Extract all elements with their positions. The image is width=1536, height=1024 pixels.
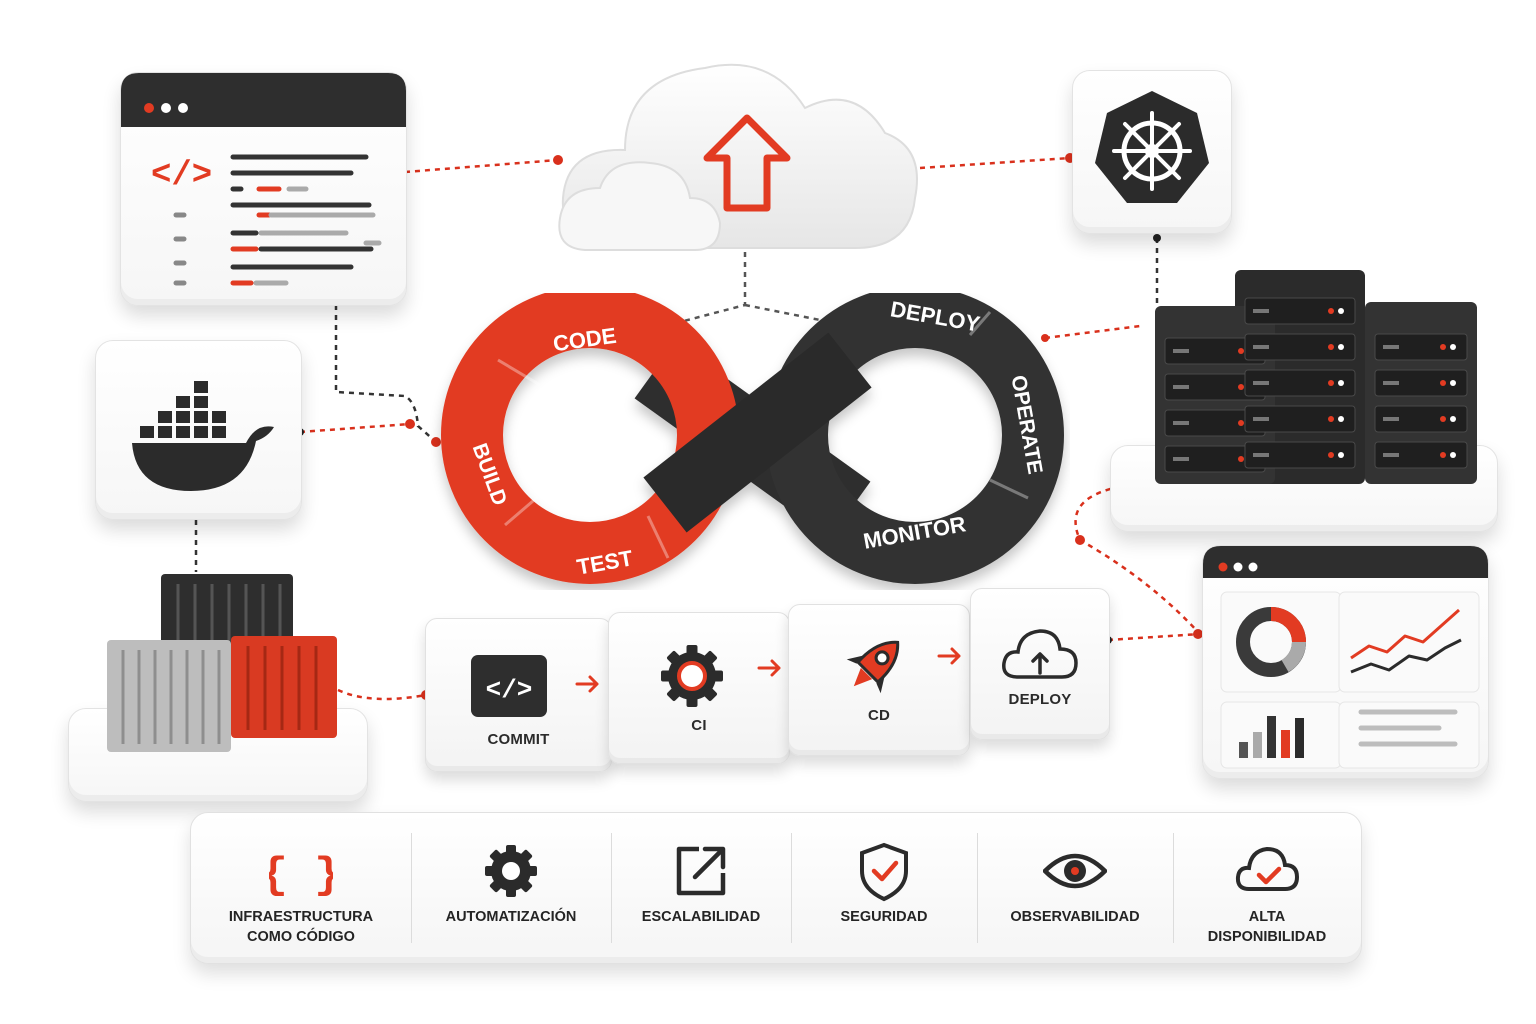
connector-containers-pipeline xyxy=(337,688,427,701)
pipeline-step-commit[interactable]: </> COMMIT xyxy=(425,618,612,772)
monitoring-dashboard-icon xyxy=(1203,546,1488,769)
shipping-containers-icon xyxy=(107,574,337,752)
code-icon: </> xyxy=(471,655,547,717)
svg-text:</>: </> xyxy=(486,675,533,705)
donut-chart xyxy=(1236,607,1306,677)
pipeline: </> COMMIT CI xyxy=(425,588,1110,773)
feature-label: INFRAESTRUCTURA COMO CÓDIGO xyxy=(228,909,374,945)
pipeline-label-ci: CI xyxy=(691,717,707,734)
cloud-check-icon xyxy=(1235,846,1299,891)
feature-label: ESCALABILIDAD xyxy=(641,909,761,925)
server-racks-icon xyxy=(1155,270,1477,484)
pipeline-label-commit: COMMIT xyxy=(487,731,550,748)
feature-automatizacion: AUTOMATIZACIÓN xyxy=(411,813,611,963)
feature-label: ALTA DISPONIBILIDAD xyxy=(1207,909,1327,945)
feature-escalabilidad: ESCALABILIDAD xyxy=(611,813,791,963)
feature-label: OBSERVABILIDAD xyxy=(1010,909,1140,925)
pipeline-label-deploy: DEPLOY xyxy=(1008,691,1072,708)
feature-label: AUTOMATIZACIÓN xyxy=(445,909,577,925)
gear-icon xyxy=(661,645,723,707)
bar-chart xyxy=(1239,716,1304,758)
rocket-icon xyxy=(846,640,900,694)
code-glyph: </> xyxy=(151,157,213,195)
braces-icon: { } xyxy=(269,851,333,901)
feature-label: SEGURIDAD xyxy=(840,909,928,925)
cloud-upload-arrow-icon xyxy=(558,63,918,251)
svg-text:{ }: { } xyxy=(269,851,333,901)
monitoring-dashboard xyxy=(1202,545,1489,779)
docker-whale-icon xyxy=(132,381,274,491)
code-editor-icon xyxy=(121,73,406,286)
connector-editor-cloud xyxy=(404,158,559,174)
connector-docker-loop xyxy=(299,422,411,434)
pipeline-step-cd[interactable]: CD xyxy=(788,604,970,756)
code-editor-window: </> xyxy=(120,72,407,306)
eye-icon xyxy=(1043,853,1107,889)
docker-tile xyxy=(95,340,302,520)
connector-editor-loop xyxy=(334,285,437,443)
connector-cloud-loop-2 xyxy=(744,303,821,322)
pipeline-label-cd: CD xyxy=(867,707,891,724)
kubernetes-tile xyxy=(1072,70,1232,234)
feature-seguridad: SEGURIDAD xyxy=(791,813,977,963)
features-bar: { } INFRAESTRUCTURA COMO CÓDIGO AUTOMATI… xyxy=(190,812,1362,964)
feature-alta-disponibilidad: ALTA DISPONIBILIDAD xyxy=(1173,813,1361,963)
pipeline-step-ci[interactable]: CI xyxy=(608,612,790,764)
infinity-loop: CODE BUILD TEST DEPLOY OPERATE MONITOR xyxy=(441,286,1064,584)
feature-observabilidad: OBSERVABILIDAD xyxy=(977,813,1173,963)
pipeline-step-deploy[interactable]: DEPLOY xyxy=(970,588,1110,740)
external-link-icon xyxy=(676,846,726,896)
gear-icon xyxy=(485,845,537,897)
connector-cloud-k8s xyxy=(919,156,1071,170)
connector-pipeline-dashboard xyxy=(1107,632,1201,642)
feature-infraestructura: { } INFRAESTRUCTURA COMO CÓDIGO xyxy=(191,813,411,963)
line-chart xyxy=(1350,608,1462,674)
cloud-upload-icon xyxy=(1002,629,1078,679)
shield-check-icon xyxy=(860,842,908,902)
kubernetes-helm-icon xyxy=(1095,91,1209,203)
